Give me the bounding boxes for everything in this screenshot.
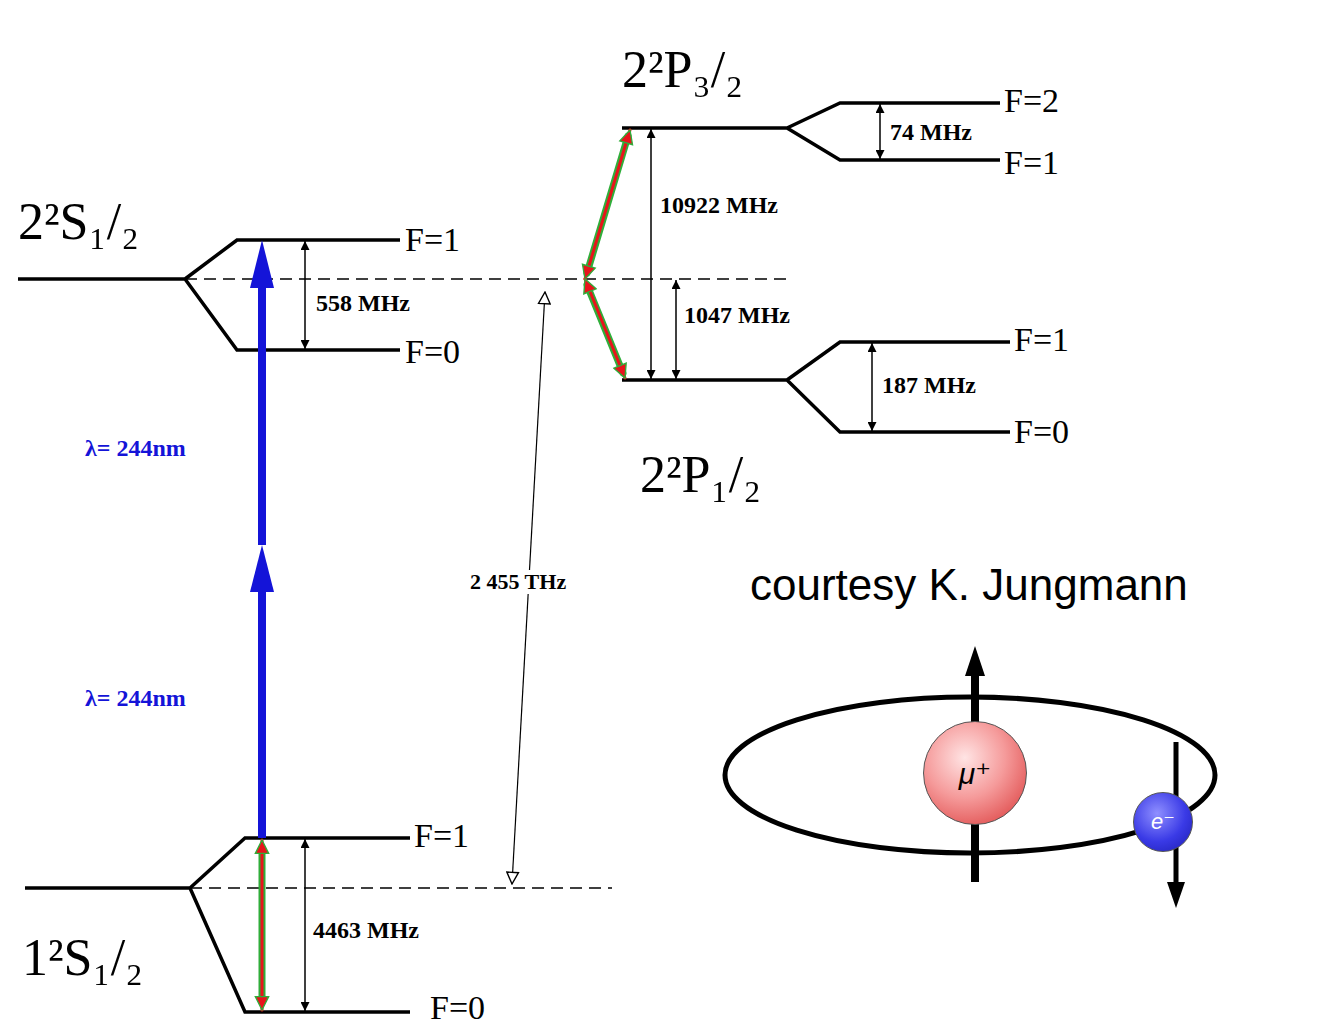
level-lines xyxy=(18,103,1010,1012)
interval-value: 74 MHz xyxy=(890,119,972,145)
credit-note: courtesy K. Jungmann xyxy=(750,561,1188,609)
f-level: F=0 xyxy=(405,333,460,370)
term-symbol: 2²S₁/₂ xyxy=(18,193,139,250)
f-level: F=2 xyxy=(1004,82,1059,119)
f-level: F=1 xyxy=(405,221,460,258)
f-level: F=0 xyxy=(1014,413,1069,450)
term-symbol: 1²S₁/₂ xyxy=(22,929,143,986)
interval-value: 558 MHz xyxy=(316,290,410,316)
muonium-sketch xyxy=(725,646,1215,908)
particle-symbol: e⁻ xyxy=(1151,809,1175,835)
f-level: F=0 xyxy=(430,989,485,1026)
f-level: F=1 xyxy=(1014,321,1069,358)
term-symbol: 2²P₁/₂ xyxy=(640,446,761,503)
particle-symbol: μ⁺ xyxy=(959,756,991,791)
interval-value: 1047 MHz xyxy=(684,302,790,328)
interval-value: 2 455 THz xyxy=(470,570,566,594)
dashed-reference xyxy=(185,279,790,888)
term-symbol: 2²P₃/₂ xyxy=(622,41,743,98)
wavelength-label: λ= 244nm xyxy=(85,435,186,461)
interval-arrows xyxy=(305,104,880,1011)
wavelength-label: λ= 244nm xyxy=(85,685,186,711)
interval-value: 187 MHz xyxy=(882,372,976,398)
f-level: F=1 xyxy=(1004,144,1059,181)
interval-value: 10922 MHz xyxy=(660,192,778,218)
particle-circle: e⁻ xyxy=(1133,792,1193,852)
microwave-arrows xyxy=(262,130,630,1010)
laser-arrows xyxy=(250,240,274,838)
interval-value: 4463 MHz xyxy=(313,917,419,943)
particle-circle: μ⁺ xyxy=(923,721,1027,825)
f-level: F=1 xyxy=(414,817,469,854)
